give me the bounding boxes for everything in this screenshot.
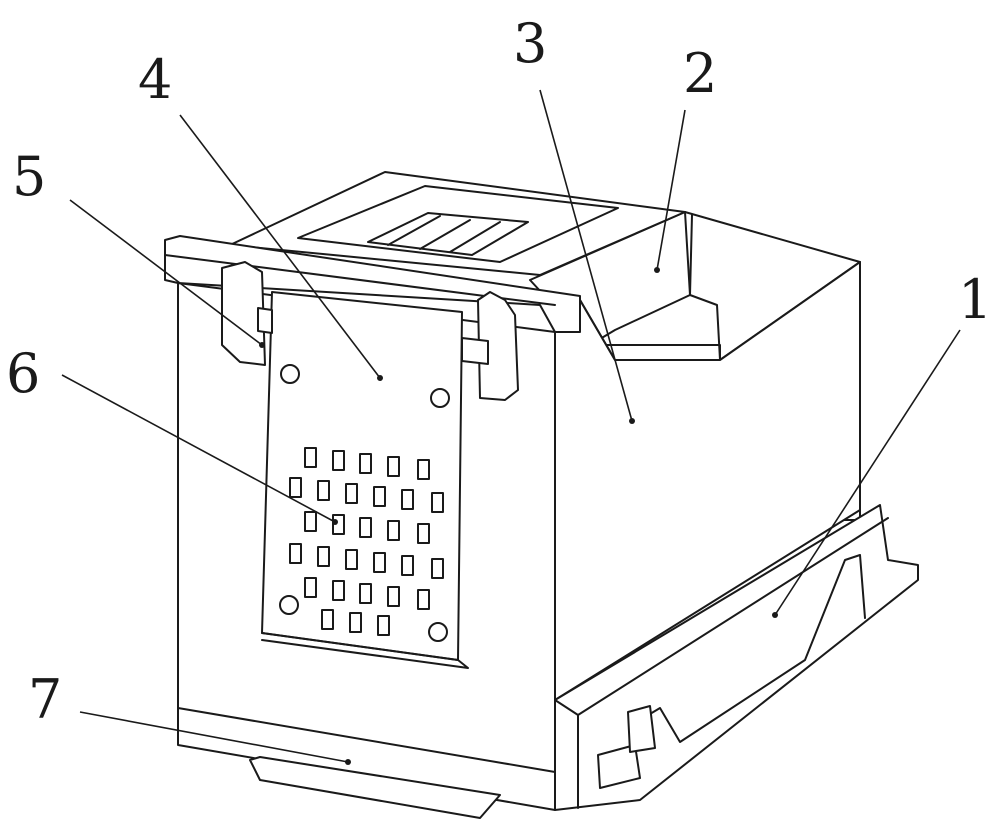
leader-6 (61, 374, 336, 523)
contact-pad (332, 580, 345, 601)
contact-pad (317, 480, 330, 501)
callout-labels: 1 2 3 4 5 6 7 (6, 12, 992, 731)
callout-5: 5 (12, 145, 46, 208)
leader-3 (539, 89, 633, 422)
contact-pad (373, 552, 386, 573)
plate-hole-top-right (430, 388, 450, 408)
contact-pad (401, 489, 414, 510)
bottom-tab (249, 756, 501, 819)
contact-pad (387, 456, 400, 477)
contact-pad (332, 514, 345, 535)
contact-pad (345, 549, 358, 570)
contact-pad (317, 546, 330, 567)
callout-3: 3 (513, 12, 547, 75)
side-face (554, 261, 861, 701)
callout-2: 2 (683, 42, 717, 105)
contact-plate (261, 291, 469, 669)
contact-pad (304, 511, 317, 532)
plate-hole-top-left (280, 364, 300, 384)
leader-4 (179, 114, 381, 379)
contact-pad (373, 486, 386, 507)
plate-hole-bottom-right (428, 622, 448, 642)
callout-7: 7 (28, 668, 62, 731)
contact-pad (349, 612, 362, 633)
contact-pad (417, 523, 430, 544)
top-cover (229, 171, 686, 276)
leader-5 (69, 199, 263, 346)
contact-pad (387, 586, 400, 607)
leader-lines (61, 89, 961, 765)
callout-6: 6 (6, 342, 40, 405)
contact-pad (377, 615, 390, 636)
contact-pad-array (289, 447, 444, 636)
bottom-rail (554, 504, 919, 811)
clips (221, 261, 519, 401)
contact-pad (304, 577, 317, 598)
contact-pad (431, 492, 444, 513)
contact-pad (417, 589, 430, 610)
callout-1: 1 (958, 268, 992, 331)
contact-pad (289, 477, 302, 498)
leader-2 (656, 109, 686, 271)
callout-4: 4 (138, 48, 172, 111)
contact-pad (345, 483, 358, 504)
contact-pad (321, 609, 334, 630)
contact-pad (359, 583, 372, 604)
leader-1 (774, 329, 961, 616)
plate-hole-bottom-left (279, 595, 299, 615)
contact-pad (304, 447, 317, 468)
contact-pad (387, 520, 400, 541)
contact-pad (431, 558, 444, 579)
contact-pad (289, 543, 302, 564)
leader-7 (79, 711, 349, 763)
contact-pad (359, 453, 372, 474)
contact-pad (359, 517, 372, 538)
contact-pad (332, 450, 345, 471)
contact-pad (401, 555, 414, 576)
contact-pad (417, 459, 430, 480)
